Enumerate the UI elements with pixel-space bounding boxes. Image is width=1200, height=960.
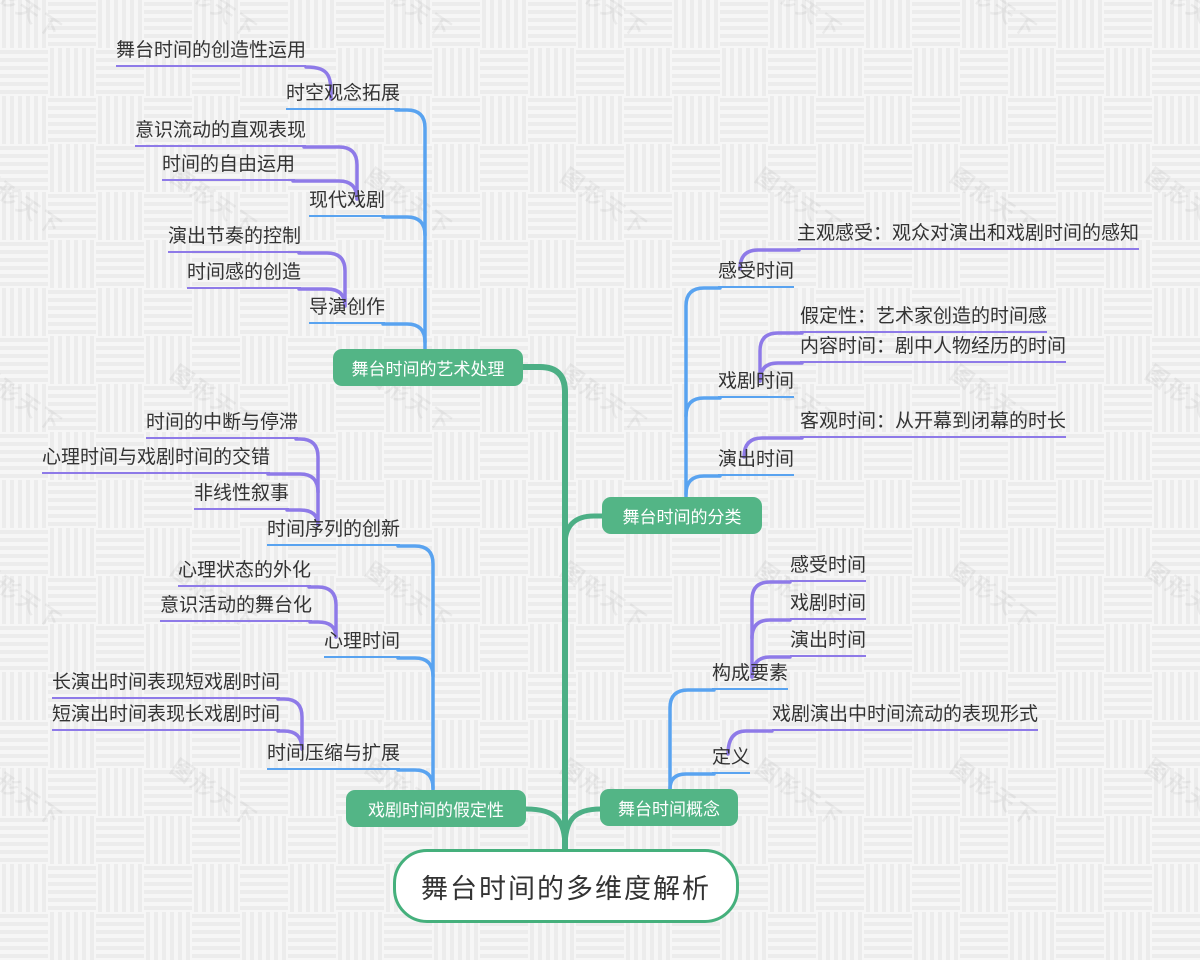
connector-purple bbox=[750, 618, 792, 640]
connector-green bbox=[562, 513, 606, 548]
branch-node-fenlei[interactable]: 舞台时间的分类 bbox=[602, 497, 762, 534]
connector-purple bbox=[726, 729, 774, 756]
map-node-feixianxing[interactable]: 非线性叙事 bbox=[193, 484, 289, 510]
connector-purple bbox=[266, 472, 320, 494]
map-node-g2_ganshou[interactable]: 感受时间 bbox=[790, 556, 867, 582]
map-node-yasuo[interactable]: 时间压缩与扩展 bbox=[266, 744, 400, 770]
connector-blue bbox=[394, 108, 427, 352]
connector-green bbox=[520, 364, 568, 854]
map-node-biaoxian[interactable]: 戏剧演出中时间流动的表现形式 bbox=[772, 705, 1039, 731]
map-node-changyan[interactable]: 长演出时间表现短戏剧时间 bbox=[51, 673, 280, 699]
connector-blue bbox=[668, 772, 716, 791]
connector-purple bbox=[276, 729, 304, 751]
connector-purple bbox=[294, 437, 320, 527]
connector-purple bbox=[742, 436, 804, 459]
map-node-xiju[interactable]: 戏剧时间 bbox=[718, 372, 795, 398]
connector-purple bbox=[297, 287, 347, 308]
connector-blue bbox=[381, 322, 427, 344]
map-node-zhongduan[interactable]: 时间的中断与停滞 bbox=[145, 413, 298, 439]
map-node-neirong[interactable]: 内容时间：剧中人物经历的时间 bbox=[800, 337, 1067, 363]
connector-purple bbox=[738, 248, 801, 271]
map-node-g2_xiju[interactable]: 戏剧时间 bbox=[790, 594, 867, 620]
connector-blue bbox=[396, 544, 435, 792]
map-node-yishiliu[interactable]: 意识流动的直观表现 bbox=[134, 121, 306, 147]
map-node-jiezou[interactable]: 演出节奏的控制 bbox=[167, 227, 301, 253]
map-node-yanchu[interactable]: 演出时间 bbox=[718, 450, 795, 476]
root-node[interactable]: 舞台时间的多维度解析 bbox=[393, 849, 739, 923]
map-node-duanyan[interactable]: 短演出时间表现长戏剧时间 bbox=[51, 705, 280, 731]
map-node-xulie[interactable]: 时间序列的创新 bbox=[266, 520, 400, 546]
map-node-waihua[interactable]: 心理状态的外化 bbox=[177, 561, 311, 587]
map-node-keguan[interactable]: 客观时间：从开幕到闭幕的时长 bbox=[800, 412, 1067, 438]
map-node-g2_yanchu[interactable]: 演出时间 bbox=[790, 631, 867, 657]
connector-blue bbox=[381, 215, 427, 237]
map-node-jiading[interactable]: 假定性：艺术家创造的时间感 bbox=[800, 307, 1048, 333]
map-node-xinli[interactable]: 心理时间 bbox=[323, 632, 400, 658]
connector-blue bbox=[668, 688, 716, 791]
map-node-ganshou[interactable]: 感受时间 bbox=[718, 262, 795, 288]
map-node-shikong[interactable]: 时空观念拓展 bbox=[285, 84, 400, 110]
branch-node-art[interactable]: 舞台时间的艺术处理 bbox=[333, 349, 523, 386]
map-node-xiandai[interactable]: 现代戏剧 bbox=[308, 191, 385, 217]
connector-blue bbox=[684, 286, 722, 499]
branch-node-gainian[interactable]: 舞台时间概念 bbox=[600, 789, 738, 826]
connector-purple bbox=[291, 179, 359, 201]
map-node-goucheng[interactable]: 构成要素 bbox=[712, 664, 789, 690]
connector-blue bbox=[396, 768, 435, 790]
connector-purple bbox=[285, 508, 320, 527]
map-node-daoyan[interactable]: 导演创作 bbox=[308, 298, 385, 324]
connector-purple bbox=[308, 620, 338, 639]
connector-purple bbox=[302, 145, 359, 201]
connector-purple bbox=[758, 331, 804, 383]
connector-blue bbox=[684, 396, 722, 418]
connector-purple bbox=[276, 697, 304, 751]
connector-purple bbox=[758, 361, 804, 383]
connector-purple bbox=[297, 251, 347, 308]
map-node-zhuguan[interactable]: 主观感受：观众对演出和戏剧时间的感知 bbox=[797, 224, 1140, 250]
connector-purple bbox=[307, 585, 338, 639]
map-node-chuangzao[interactable]: 舞台时间的创造性运用 bbox=[115, 41, 306, 67]
connector-purple bbox=[750, 655, 792, 679]
connector-green bbox=[562, 806, 604, 851]
branch-node-jiadingxing[interactable]: 戏剧时间的假定性 bbox=[346, 790, 526, 827]
map-node-shijiangan[interactable]: 时间感的创造 bbox=[186, 263, 301, 289]
connector-purple bbox=[304, 65, 333, 101]
map-node-dingyi[interactable]: 定义 bbox=[712, 748, 751, 774]
connector-blue bbox=[684, 474, 722, 496]
connector-purple bbox=[750, 580, 792, 679]
map-node-ziyou[interactable]: 时间的自由运用 bbox=[161, 155, 295, 181]
map-node-jiaocuo[interactable]: 心理时间与戏剧时间的交错 bbox=[41, 448, 270, 474]
connector-blue bbox=[396, 656, 435, 678]
map-node-wutaihua[interactable]: 意识活动的舞台化 bbox=[159, 596, 312, 622]
